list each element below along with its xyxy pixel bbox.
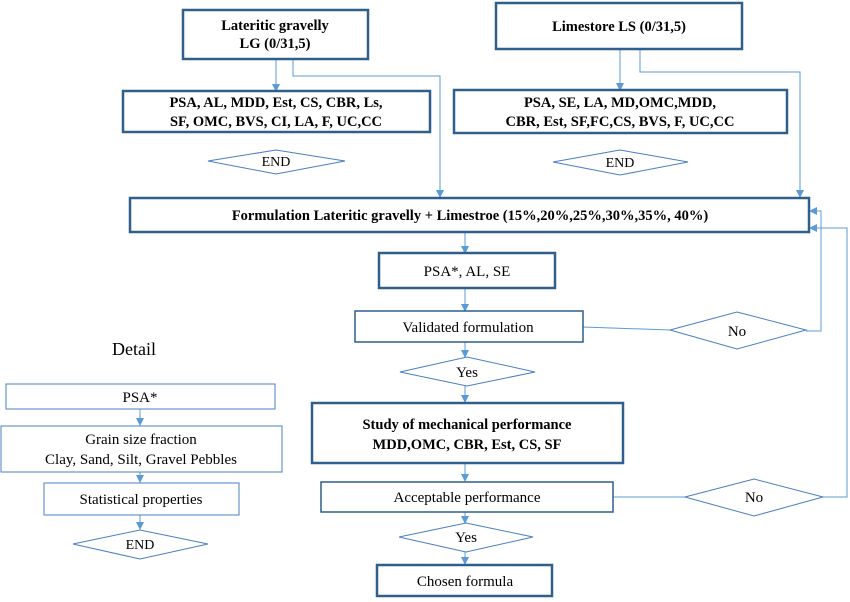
svg-text:PSA, SE, LA, MD,OMC,MDD,CBR, E: PSA, SE, LA, MD,OMC,MDD, CBR, Est, SF,FC,… xyxy=(506,95,735,130)
diamond-end-detail: END xyxy=(72,529,209,560)
svg-text:Formulation Lateritic gravelly: Formulation Lateritic gravelly + Limestr… xyxy=(232,208,709,224)
svg-text:Acceptable performance: Acceptable performance xyxy=(394,490,541,506)
ls-title-line-1: Limestore LS (0/31,5) xyxy=(552,19,686,35)
psa-al-se-line-1: PSA*, AL, SE xyxy=(424,264,511,280)
lg-tests-line-1: PSA, AL, MDD, Est, CS, CBR, Ls, xyxy=(169,95,382,111)
chosen-line-1: Chosen formula xyxy=(417,574,514,590)
line-validated-to-no xyxy=(582,326,671,331)
acceptable-line-1: Acceptable performance xyxy=(394,490,541,506)
lg-title-line-2: LG (0/31,5) xyxy=(240,36,311,52)
svg-text:Yes: Yes xyxy=(455,530,477,546)
svg-text:PSA*: PSA* xyxy=(122,390,157,406)
diamond-end-lg: END xyxy=(207,149,346,175)
diamond-yes-2: Yes xyxy=(398,522,534,553)
ls-tests-line-1: PSA, SE, LA, MD,OMC,MDD, xyxy=(524,95,716,111)
box-chosen: Chosen formula xyxy=(375,563,554,598)
diamond-yes-1: Yes xyxy=(399,356,536,387)
box-acceptable: Acceptable performance xyxy=(320,481,614,513)
svg-text:Validated formulation: Validated formulation xyxy=(402,320,534,336)
box-psa-al-se: PSA*, AL, SE xyxy=(377,251,557,290)
box-lg-tests: PSA, AL, MDD, Est, CS, CBR, Ls, SF, OMC, … xyxy=(121,89,432,134)
grain-line-2: Clay, Sand, Silt, Gravel Pebbles xyxy=(45,452,237,468)
svg-text:Statistical properties: Statistical properties xyxy=(80,492,203,508)
svg-text:Limestore LS (0/31,5): Limestore LS (0/31,5) xyxy=(552,19,686,35)
diamond-end-ls: END xyxy=(552,149,689,176)
box-validated: Validated formulation xyxy=(354,310,584,343)
arrow-no-back-to-formulation-2 xyxy=(809,224,848,498)
detail-label: Detail xyxy=(112,339,156,359)
grain-line-1: Grain size fraction xyxy=(85,432,197,448)
lg-title-line-1: Lateritic gravelly xyxy=(221,18,329,34)
box-statistical: Statistical properties xyxy=(43,482,240,516)
arrow-ls-to-formulation xyxy=(639,49,804,198)
svg-text:Study of mechanical performanc: Study of mechanical performanceMDD,OMC, … xyxy=(362,417,572,453)
detail-psa-line-1: PSA* xyxy=(122,390,157,406)
ls-tests-line-2: CBR, Est, SF,FC,CS, BVS, F, UC,CC xyxy=(506,114,735,130)
statistical-line-1: Statistical properties xyxy=(80,492,203,508)
svg-text:PSA*, AL, SE: PSA*, AL, SE xyxy=(424,264,511,280)
box-ls-title: Limestore LS (0/31,5) xyxy=(494,1,744,51)
svg-text:Chosen formula: Chosen formula xyxy=(417,574,514,590)
svg-text:END: END xyxy=(262,155,291,170)
svg-text:END: END xyxy=(126,538,155,553)
lg-tests-line-2: SF, OMC, BVS, CI, LA, F, UC,CC xyxy=(170,114,382,130)
diamond-no-2: No xyxy=(683,478,825,517)
formulation-line-1: Formulation Lateritic gravelly + Limestr… xyxy=(232,208,709,224)
svg-text:PSA, AL, MDD, Est, CS, CBR, Ls: PSA, AL, MDD, Est, CS, CBR, Ls, SF, OMC, … xyxy=(169,95,382,130)
box-lg-title: Lateritic gravelly LG (0/31,5) xyxy=(181,8,370,61)
arrow-lg-to-formulation xyxy=(292,59,444,198)
box-formulation: Formulation Lateritic gravelly + Limestr… xyxy=(128,196,811,234)
validated-line-1: Validated formulation xyxy=(402,320,534,336)
mech-study-line-2: MDD,OMC, CBR, Est, CS, SF xyxy=(373,437,562,453)
connectors xyxy=(136,49,848,565)
svg-text:Yes: Yes xyxy=(456,365,478,381)
box-ls-tests: PSA, SE, LA, MD,OMC,MDD, CBR, Est, SF,FC,… xyxy=(452,88,789,135)
svg-text:No: No xyxy=(728,324,746,340)
diamond-no-1: No xyxy=(668,311,808,350)
box-detail-psa: PSA* xyxy=(5,383,276,410)
mech-study-line-1: Study of mechanical performance xyxy=(362,417,572,433)
arrow-no-back-to-formulation xyxy=(806,207,822,332)
svg-text:No: No xyxy=(745,490,763,506)
svg-text:END: END xyxy=(606,156,635,171)
